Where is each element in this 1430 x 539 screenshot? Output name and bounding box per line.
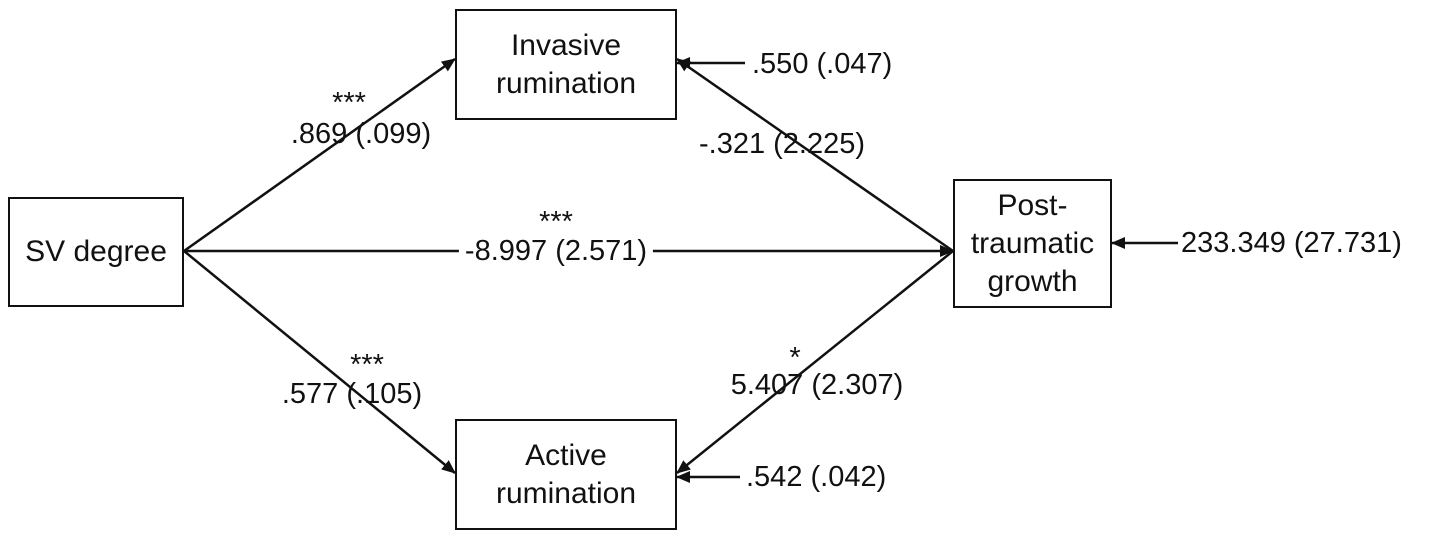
arrow-sv-to-active [183,250,456,474]
node-label: SV degree [25,235,167,268]
node-label: Post- traumatic growth [970,188,1095,298]
residual-active: .542 (.042) [746,461,887,493]
node-posttraumatic-growth: Post- traumatic growth [953,179,1112,308]
stars-sv-to-ptg: *** [539,206,573,238]
stars-sv-to-active: *** [350,349,384,381]
arrow-ptg-to-invasive [676,57,954,253]
node-sv-degree: SV degree [8,197,184,307]
stars-sv-to-invasive: *** [332,87,366,119]
node-invasive-rumination: Invasive rumination [455,9,677,120]
node-label: Invasive rumination [495,28,637,100]
node-active-rumination: Active rumination [455,419,677,530]
stars-active-to-ptg: * [789,342,801,374]
arrow-ptg-to-active [676,250,954,474]
arrow-sv-to-invasive [183,57,456,253]
coef-sv-to-active: .577 (.105) [281,378,423,410]
coef-active-to-ptg: 5.407 (2.307) [730,369,904,401]
coef-sv-to-invasive: .869 (.099) [290,118,432,150]
coef-invasive-to-ptg: -.321 (2.225) [698,128,866,160]
residual-ptg: 233.349 (27.731) [1181,227,1402,259]
coef-sv-to-ptg: -8.997 (2.571) [458,234,654,268]
node-label: Active rumination [495,438,637,510]
residual-invasive: .550 (.047) [752,48,893,80]
